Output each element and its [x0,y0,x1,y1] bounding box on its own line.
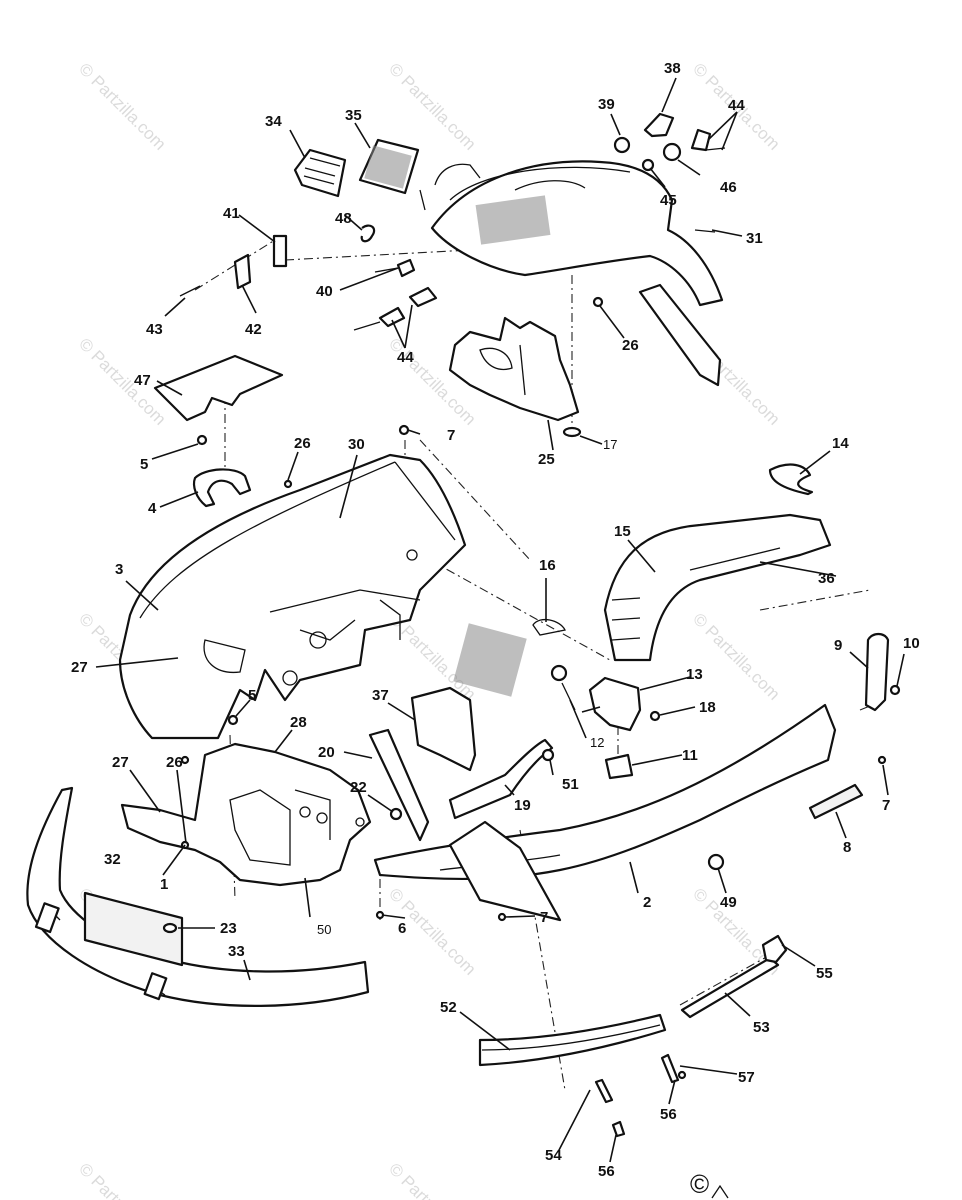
callout-56: 56 [598,1163,615,1180]
hood-hardware [179,112,726,489]
callout-45: 45 [660,192,677,209]
callout-39: 39 [598,96,615,113]
handle-part [864,632,890,712]
callout-20: 20 [318,744,335,761]
plate-11-part [604,753,634,780]
bracket-part [192,468,252,508]
callout-34: 34 [265,113,282,130]
lower-hood-pan-part [448,316,580,422]
callout-11: 11 [682,747,698,764]
watermark: © Partzilla.com [75,59,169,153]
bracket-19-part [448,738,554,820]
strut-20-part [368,728,430,842]
callout-46: 46 [720,179,737,196]
hood-part [419,160,724,387]
callout-48: 48 [335,210,352,227]
watermark: © Partzilla.com [385,59,479,153]
callout-18: 18 [699,699,716,716]
callout-44: 44 [728,97,745,114]
pin-part [532,618,566,636]
gasket-plate-part [153,354,284,422]
callout-50: 50 [317,922,331,937]
callout-labels: 38 39 44 34 35 46 45 41 48 31 40 43 42 2… [71,60,920,1180]
screen-part [358,138,420,195]
callout-5: 5 [248,687,256,704]
callout-37: 37 [372,687,389,704]
callout-1: 1 [160,876,168,893]
callout-36: 36 [818,570,835,587]
bracket-13-part [588,676,642,732]
belly-pan-part [118,453,467,740]
watermark: © Partzilla.com [689,609,783,703]
callout-44: 44 [397,349,414,366]
callout-17: 17 [603,437,617,452]
callout-23: 23 [220,920,237,937]
grommet-part [550,664,568,682]
callout-5: 5 [140,456,148,473]
front-bumper-part [26,786,370,1007]
callout-49: 49 [720,894,737,911]
callout-40: 40 [316,283,333,300]
callout-54: 54 [545,1147,562,1164]
corner-caret-icon [711,1184,729,1199]
trim-strip-part [808,783,864,820]
vent-part [293,148,347,198]
callout-32: 32 [104,851,121,868]
side-console-part [603,513,832,662]
watermark: © Partzilla.com [385,1159,479,1200]
copyright-mark: © [690,1169,709,1199]
front-panel-part [120,742,372,887]
callout-47: 47 [134,372,151,389]
hidden-part-shadow [453,623,527,697]
callout-27: 27 [71,659,88,676]
callout-35: 35 [345,107,362,124]
callout-52: 52 [440,999,457,1016]
callout-38: 38 [664,60,681,77]
callout-13: 13 [686,666,703,683]
callout-33: 33 [228,943,245,960]
callout-22: 22 [350,779,367,796]
callout-19: 19 [514,797,531,814]
callout-27: 27 [112,754,129,771]
callout-28: 28 [290,714,307,731]
callout-15: 15 [614,523,631,540]
callout-7: 7 [540,909,548,926]
callout-43: 43 [146,321,163,338]
callout-51: 51 [562,776,579,793]
leader-lines [95,77,905,1163]
heat-shield-part [410,686,477,772]
callout-57: 57 [738,1069,755,1086]
watermark: © Partzilla.com [75,334,169,428]
callout-31: 31 [746,230,763,247]
callout-9: 9 [834,637,842,654]
rear-bumper-part [478,934,788,1138]
callout-14: 14 [832,435,849,452]
callout-56: 56 [660,1106,677,1123]
callout-8: 8 [843,839,851,856]
callout-7: 7 [447,427,455,444]
callout-25: 25 [538,451,555,468]
callout-7: 7 [882,797,890,814]
callout-10: 10 [903,635,920,652]
callout-4: 4 [148,500,157,517]
callout-30: 30 [348,436,365,453]
callout-6: 6 [398,920,406,937]
callout-12: 12 [590,735,604,750]
callout-53: 53 [753,1019,770,1036]
callout-2: 2 [643,894,651,911]
callout-26: 26 [166,754,183,771]
callout-16: 16 [539,557,556,574]
callout-26: 26 [622,337,639,354]
callout-26: 26 [294,435,311,452]
side-panel-part [373,703,837,922]
callout-41: 41 [223,205,240,222]
watermark: © Partzilla.com [75,1159,169,1200]
callout-42: 42 [245,321,262,338]
callout-55: 55 [816,965,833,982]
callout-3: 3 [115,561,123,578]
